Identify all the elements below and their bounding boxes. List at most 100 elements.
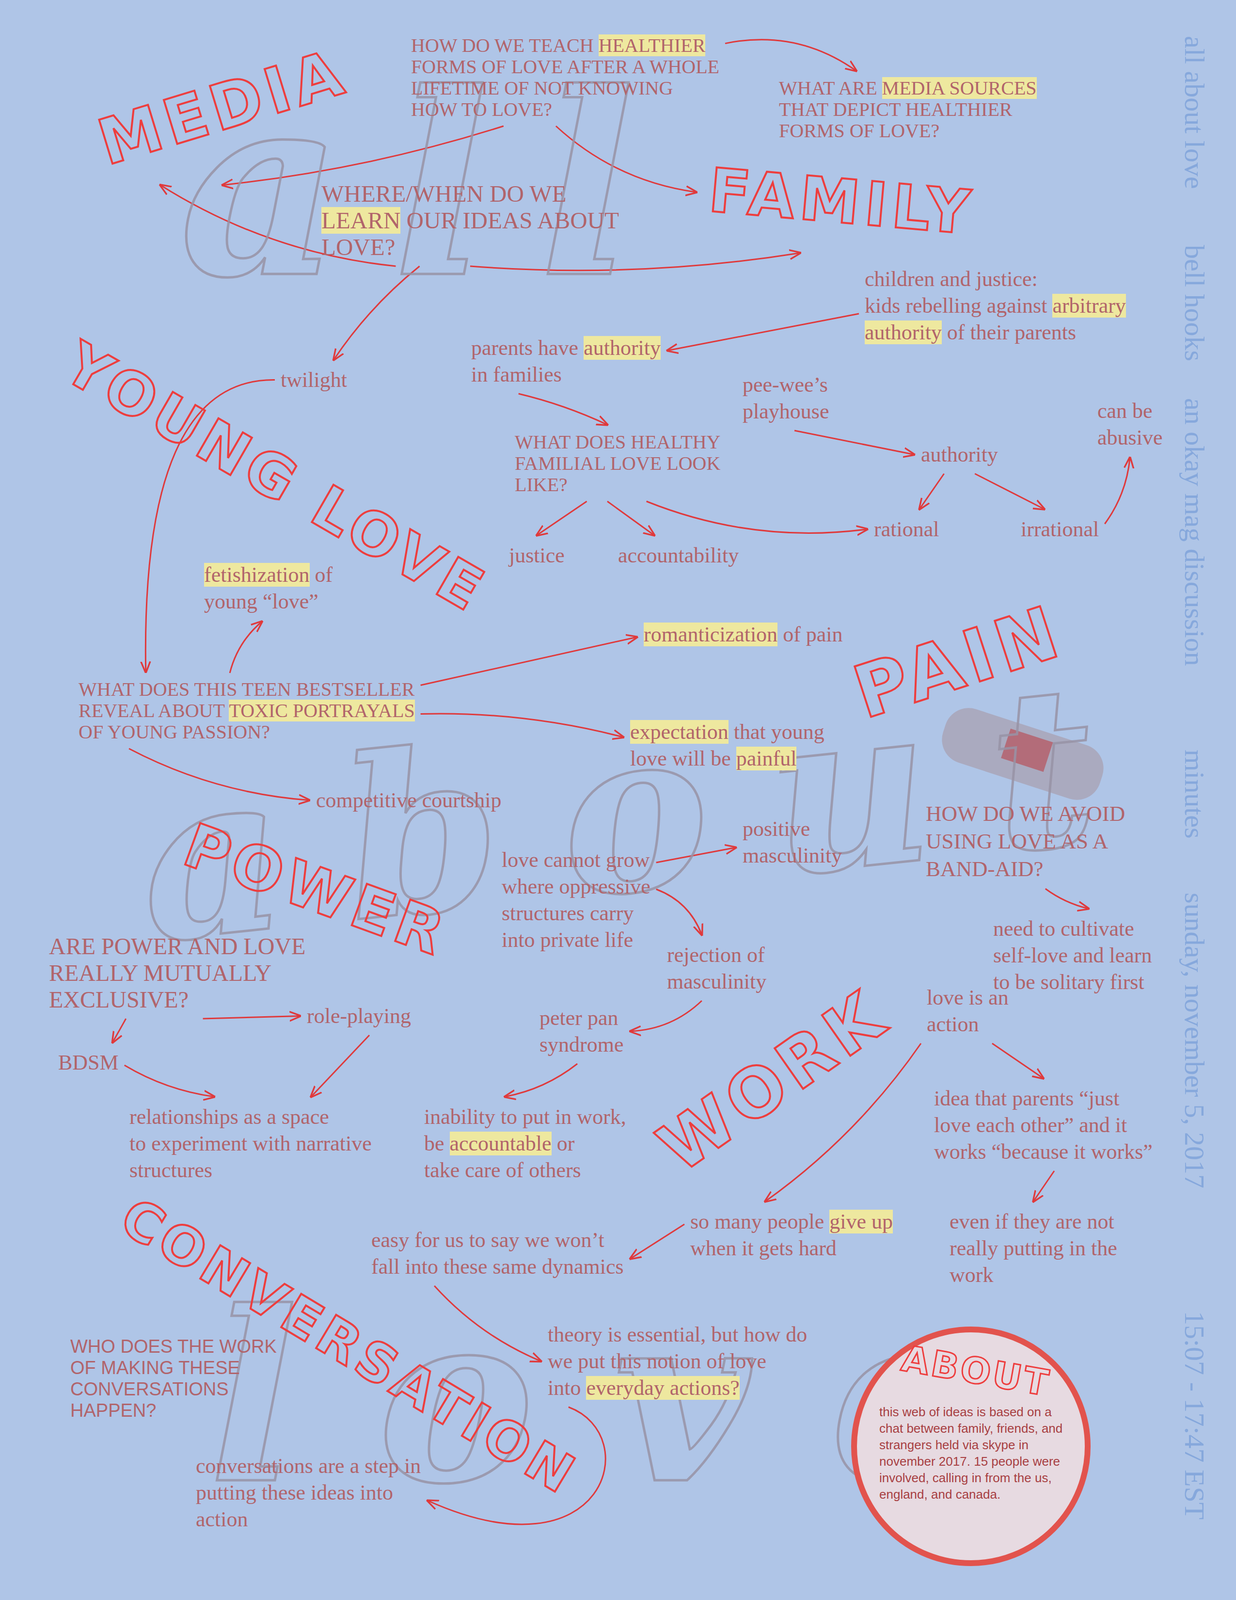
highlight: accountable (449, 1131, 552, 1156)
idea-node: fetishization of young “love” (204, 561, 333, 615)
highlight: TOXIC PORTRAYALS (228, 699, 415, 722)
side-caption: all about love (1180, 35, 1209, 190)
idea-node: love is an action (926, 983, 1009, 1038)
connector (555, 126, 697, 192)
topic-text: FAMILY (703, 156, 981, 246)
idea-text: romanticization of pain (643, 620, 843, 648)
idea-text: children and justice: kids rebelling aga… (864, 265, 1126, 346)
idea-node: so many people give up when it gets hard (690, 1207, 893, 1262)
connector (505, 1063, 578, 1097)
connector (229, 621, 262, 673)
connector (518, 393, 608, 425)
highlight: LEARN (321, 206, 401, 234)
idea-text: parents have authority in families (471, 334, 661, 388)
connector (124, 1064, 215, 1097)
idea-text: rational (873, 515, 939, 543)
highlight: painful (736, 746, 797, 771)
idea-text: love is an action (926, 983, 1009, 1038)
idea-node: pee-wee’s playhouse (742, 371, 829, 425)
connector (470, 253, 801, 271)
topic-word: FAMILY (703, 156, 981, 246)
connector (630, 1000, 702, 1031)
idea-node: role-playing (306, 1002, 412, 1030)
idea-node: even if they are not really putting in t… (949, 1207, 1118, 1288)
idea-text: justice (508, 541, 565, 569)
idea-node: romanticization of pain (643, 620, 843, 648)
idea-text: relationships as a space to experiment w… (129, 1103, 372, 1184)
idea-text: so many people give up when it gets hard (690, 1207, 893, 1262)
idea-text: conversations are a step in putting thes… (195, 1452, 421, 1533)
side-caption: an okay mag discussion (1180, 397, 1209, 666)
connector (974, 473, 1045, 509)
idea-text: HOW DO WE TEACH HEALTHIER FORMS OF LOVE … (411, 34, 720, 121)
idea-node: positive masculinity (742, 815, 842, 869)
highlight: fetishization (204, 562, 310, 587)
connector (607, 501, 655, 536)
idea-node: WHAT DOES THIS TEEN BESTSELLER REVEAL AB… (78, 678, 415, 743)
idea-node: expectation that young love will be pain… (630, 718, 825, 772)
idea-text: role-playing (306, 1002, 412, 1030)
idea-node: WHAT DOES HEALTHY FAMILIAL LOVE LOOK LIK… (514, 431, 721, 496)
idea-text: can be abusive (1097, 397, 1163, 451)
idea-node: inability to put in work, be accountable… (424, 1103, 627, 1184)
idea-node: authority (920, 441, 999, 468)
idea-node: WHO DOES THE WORK OF MAKING THESE CONVER… (70, 1335, 277, 1421)
idea-text: idea that parents “just love each other”… (934, 1084, 1153, 1165)
idea-text: BDSM (58, 1048, 119, 1076)
connector (112, 1018, 127, 1043)
highlight: HEALTHIER (598, 34, 706, 57)
connector (420, 636, 637, 685)
connector (646, 501, 868, 533)
connector (794, 430, 915, 455)
idea-text: easy for us to say we won’t fall into th… (371, 1226, 624, 1280)
idea-node: love cannot grow where oppressive struct… (501, 846, 651, 953)
idea-node: relationships as a space to experiment w… (129, 1103, 372, 1184)
idea-node: HOW DO WE TEACH HEALTHIER FORMS OF LOVE … (411, 34, 720, 121)
circle-body: this web of ideas is based on a chat bet… (879, 1403, 1063, 1503)
idea-node: twilight (280, 366, 348, 394)
highlight: expectation (630, 719, 729, 744)
connector (1104, 457, 1130, 524)
connector (311, 1034, 370, 1097)
idea-node: theory is essential, but how do we put t… (547, 1320, 808, 1401)
about-circle: ABOUTthis web of ideas is based on a cha… (850, 1325, 1092, 1567)
topic-word: WORK (643, 974, 903, 1188)
idea-node: ARE POWER AND LOVE REALLY MUTUALLY EXCLU… (48, 932, 306, 1013)
side-caption: 15:07 - 17:47 EST (1180, 1310, 1209, 1520)
idea-text: twilight (280, 366, 348, 394)
idea-text: love cannot grow where oppressive struct… (501, 846, 651, 953)
idea-node: easy for us to say we won’t fall into th… (371, 1226, 624, 1280)
connector (203, 1015, 301, 1019)
idea-node: BDSM (58, 1048, 119, 1076)
idea-node: WHAT ARE MEDIA SOURCES THAT DEPICT HEALT… (778, 77, 1037, 142)
idea-text: positive masculinity (742, 815, 842, 869)
topic-text: WORK (643, 974, 903, 1188)
idea-text: ARE POWER AND LOVE REALLY MUTUALLY EXCLU… (48, 932, 306, 1013)
connector (536, 501, 587, 536)
highlight: arbitrary (1052, 293, 1126, 318)
connector (992, 1043, 1044, 1078)
highlight: MEDIA SOURCES (882, 77, 1037, 99)
connector (656, 888, 702, 935)
connector (128, 748, 310, 801)
idea-node: children and justice: kids rebelling aga… (864, 265, 1126, 346)
circle-shape (854, 1329, 1088, 1563)
idea-node: need to cultivate self-love and learn to… (993, 915, 1152, 996)
connector (434, 1285, 541, 1362)
idea-text: WHAT ARE MEDIA SOURCES THAT DEPICT HEALT… (778, 77, 1037, 142)
idea-node: peter pan syndrome (539, 1004, 624, 1058)
idea-text: authority (920, 441, 999, 468)
idea-text: WHAT DOES HEALTHY FAMILIAL LOVE LOOK LIK… (514, 431, 721, 496)
connector (1033, 1170, 1055, 1202)
connector (420, 713, 624, 737)
idea-text: accountability (618, 541, 739, 569)
highlight: give up (829, 1209, 893, 1234)
idea-text: expectation that young love will be pain… (630, 718, 825, 772)
idea-node: rational (873, 515, 939, 543)
connector (1045, 888, 1089, 909)
idea-node: justice (508, 541, 565, 569)
idea-text: even if they are not really putting in t… (949, 1207, 1118, 1288)
idea-text: HOW DO WE AVOID USING LOVE AS A BAND-AID… (925, 799, 1126, 883)
idea-node: conversations are a step in putting thes… (195, 1452, 421, 1533)
highlight: authority (583, 335, 661, 360)
